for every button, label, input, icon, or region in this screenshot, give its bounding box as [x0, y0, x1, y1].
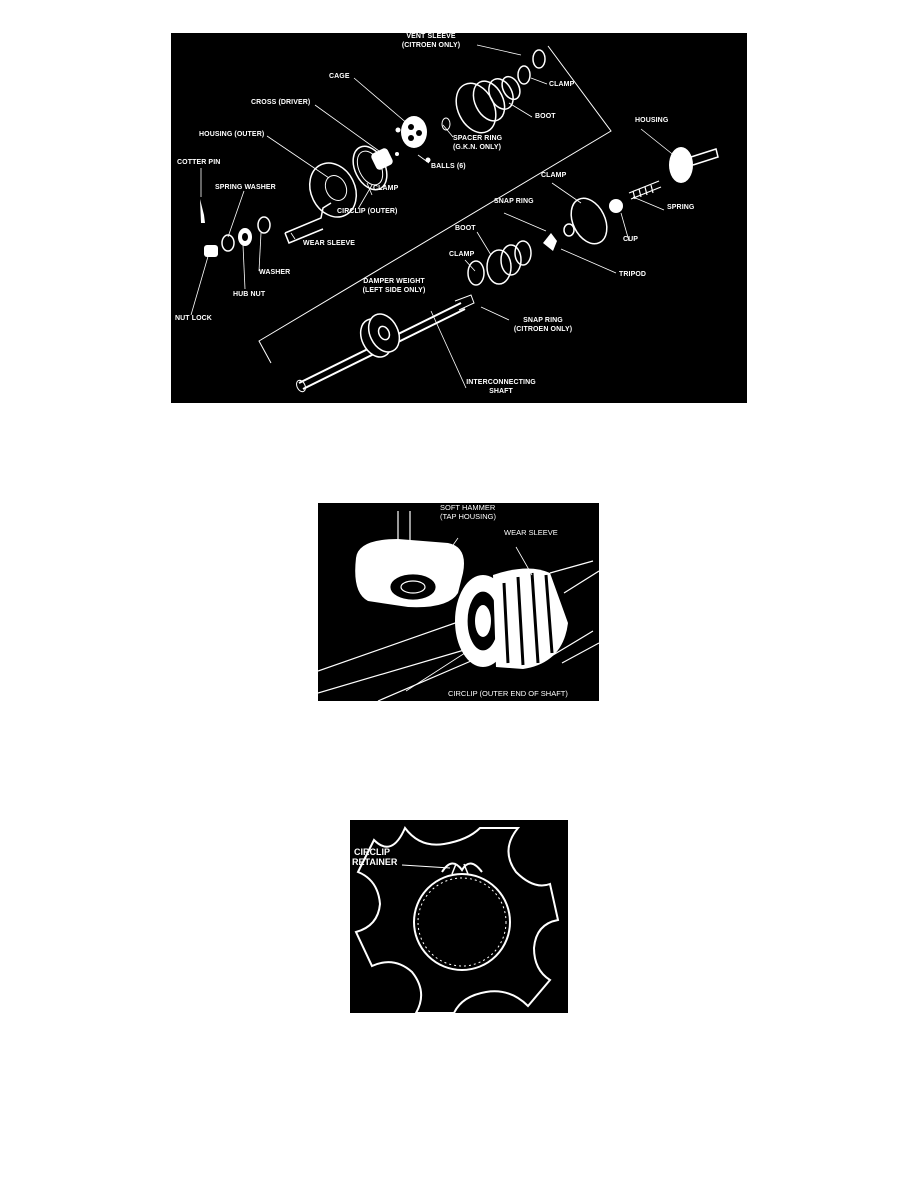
clamp-right: [570, 197, 608, 245]
label-boot-top: BOOT: [535, 113, 556, 120]
label-boot-mid: BOOT: [455, 225, 476, 232]
label-snap-ring-low: SNAP RING: [523, 317, 563, 324]
label-wear-sleeve: WEAR SLEEVE: [303, 240, 356, 247]
nut-lock: [204, 245, 218, 257]
joint-housing: [455, 568, 568, 669]
exploded-driveshaft-drawing: [190, 44, 719, 393]
label-retainer: RETAINER: [352, 857, 398, 867]
inner-race-outline: [354, 826, 560, 1013]
clamp-low: [467, 260, 485, 286]
label-cage: CAGE: [329, 73, 350, 80]
spacer-ring: [441, 117, 451, 131]
label-hub-nut: HUB NUT: [233, 291, 266, 298]
damper-weight: [359, 313, 401, 358]
label-damper-weight-note: (LEFT SIDE ONLY): [362, 287, 426, 294]
boot-outer: [455, 75, 521, 134]
snap-ring: [563, 223, 575, 237]
label-balls: BALLS (6): [431, 163, 466, 170]
label-snap-ring-low-note: (CITROEN ONLY): [513, 326, 573, 333]
label-interconnecting: INTERCONNECTING: [466, 379, 536, 386]
label-soft-hammer: SOFT HAMMER: [440, 503, 496, 512]
washer: [257, 216, 271, 234]
spline-bore: [413, 873, 511, 971]
label-clamp-low: CLAMP: [449, 251, 475, 258]
clamp-top: [517, 65, 531, 85]
exploded-driveshaft-figure: VENT SLEEVE (CITROEN ONLY) CAGE CLAMP CR…: [171, 33, 747, 403]
label-spacer-ring-note: (G.K.N. ONLY): [453, 144, 502, 151]
label-vent-sleeve: VENT SLEEVE: [406, 33, 456, 40]
housing-inner: [669, 147, 719, 183]
spring-washer: [221, 234, 235, 252]
circlip-retainer-figure: CIRCLIP RETAINER: [350, 820, 568, 1013]
vent-sleeve: [532, 49, 546, 69]
circlip-retainer: [441, 862, 483, 873]
circlip-retainer-drawing: [354, 826, 560, 1013]
cup: [609, 199, 623, 213]
label-tap-housing: (TAP HOUSING): [440, 512, 496, 521]
soft-hammer-figure: SOFT HAMMER (TAP HOUSING) WEAR SLEEVE CI…: [318, 503, 599, 701]
outer-housing: [284, 162, 358, 244]
label-clamp-top: CLAMP: [549, 81, 575, 88]
label-clamp-mid: CLAMP: [373, 185, 399, 192]
label-snap-ring: SNAP RING: [494, 198, 534, 205]
label-circlip-outer-end: CIRCLIP (OUTER END OF SHAFT): [448, 689, 568, 698]
cross-driver: [371, 148, 393, 170]
label-cotter-pin: COTTER PIN: [177, 159, 221, 166]
label-tripod: TRIPOD: [619, 271, 647, 278]
label-wear-sleeve: WEAR SLEEVE: [504, 528, 558, 537]
boot-inner: [486, 240, 532, 285]
label-cup: CUP: [623, 236, 639, 243]
label-spring: SPRING: [667, 204, 695, 211]
soft-hammer-head: [355, 539, 464, 608]
label-vent-sleeve-note: (CITROEN ONLY): [401, 42, 461, 49]
soft-hammer-drawing: [318, 511, 599, 701]
label-circlip-outer: CIRCLIP (OUTER): [337, 208, 398, 215]
axle-shaft: [318, 614, 489, 694]
cotter-pin: [200, 199, 205, 223]
cage: [401, 116, 427, 148]
label-clamp-right: CLAMP: [541, 172, 567, 179]
label-circlip: CIRCLIP: [354, 847, 390, 857]
label-nut-lock: NUT LOCK: [175, 315, 212, 322]
label-damper-weight: DAMPER WEIGHT: [363, 278, 425, 285]
label-cross-driver: CROSS (DRIVER): [251, 99, 311, 106]
shaft-extension: [549, 560, 599, 594]
tripod: [543, 233, 557, 251]
label-washer: WASHER: [259, 269, 291, 276]
label-housing: HOUSING: [635, 117, 669, 124]
label-shaft: SHAFT: [489, 388, 513, 395]
label-spacer-ring: SPACER RING: [453, 135, 503, 142]
spring: [628, 180, 662, 200]
label-housing-outer: HOUSING (OUTER): [199, 131, 265, 138]
assembly-bracket-line: [258, 45, 612, 364]
label-spring-washer: SPRING WASHER: [215, 184, 276, 191]
